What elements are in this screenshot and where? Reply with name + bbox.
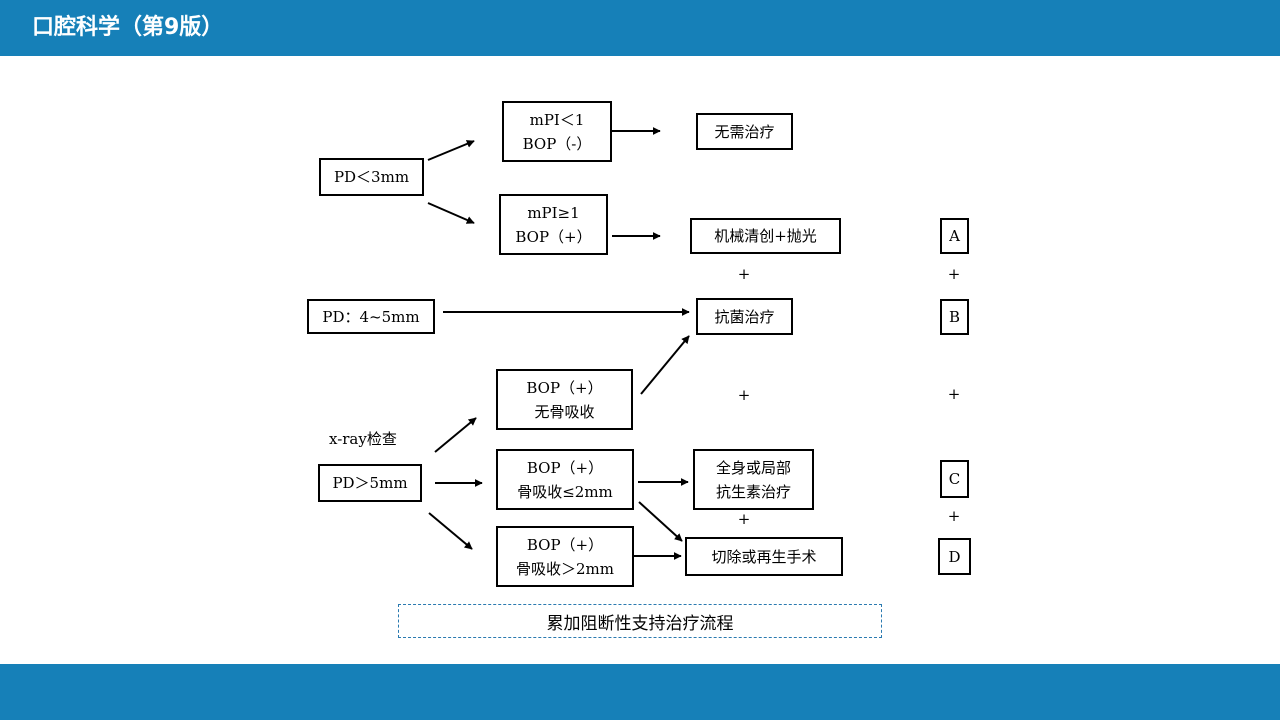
plus-sign: + [737,510,751,528]
figure-caption: 累加阻断性支持治疗流程 [398,604,882,638]
node-surgery: 切除或再生手术 [685,537,843,576]
arrow-pd-lt3-to-mpi-ge1 [427,202,475,224]
protocol-letter-a: A [940,218,969,254]
node-bop-no-bone: BOP（+） 无骨吸收 [496,369,633,430]
node-pd-4-5: PD：4~5mm [307,299,435,334]
protocol-letter-d: D [938,538,971,575]
plus-sign: + [947,265,961,283]
plus-sign: + [947,507,961,525]
protocol-letter-c: C [940,460,969,498]
node-mpi-lt1: mPI＜1 BOP（-） [502,101,612,162]
arrow-no-bone-to-antibacterial [640,335,690,395]
footer-bar [0,664,1280,720]
xray-label: x-ray检查 [329,430,397,448]
plus-sign: + [947,385,961,403]
node-mpi-ge1: mPI≥1 BOP（+） [499,194,608,255]
node-no-treatment: 无需治疗 [696,113,793,150]
plus-sign: + [737,265,751,283]
node-bop-bone-le2: BOP（+） 骨吸收≤2mm [496,449,634,510]
node-bop-bone-gt2: BOP（+） 骨吸收＞2mm [496,526,634,587]
arrow-pd-gt5-to-no-bone [434,417,477,453]
slide-title: 口腔科学（第9版） [32,15,224,40]
plus-sign: + [737,386,751,404]
node-pd-gt5: PD＞5mm [318,464,422,502]
header-bar: 口腔科学（第9版） [0,0,1280,56]
node-antibacterial: 抗菌治疗 [696,298,793,335]
node-antibiotic: 全身或局部 抗生素治疗 [693,449,814,510]
arrow-pd-gt5-to-bone-gt2 [428,512,473,550]
arrow-bone-le2-to-surgery [638,501,683,542]
arrow-pd-lt3-to-mpi-lt1 [427,140,475,161]
node-pd-lt3: PD＜3mm [319,158,424,196]
node-scaling-polishing: 机械清创+抛光 [690,218,841,254]
protocol-letter-b: B [940,299,969,335]
